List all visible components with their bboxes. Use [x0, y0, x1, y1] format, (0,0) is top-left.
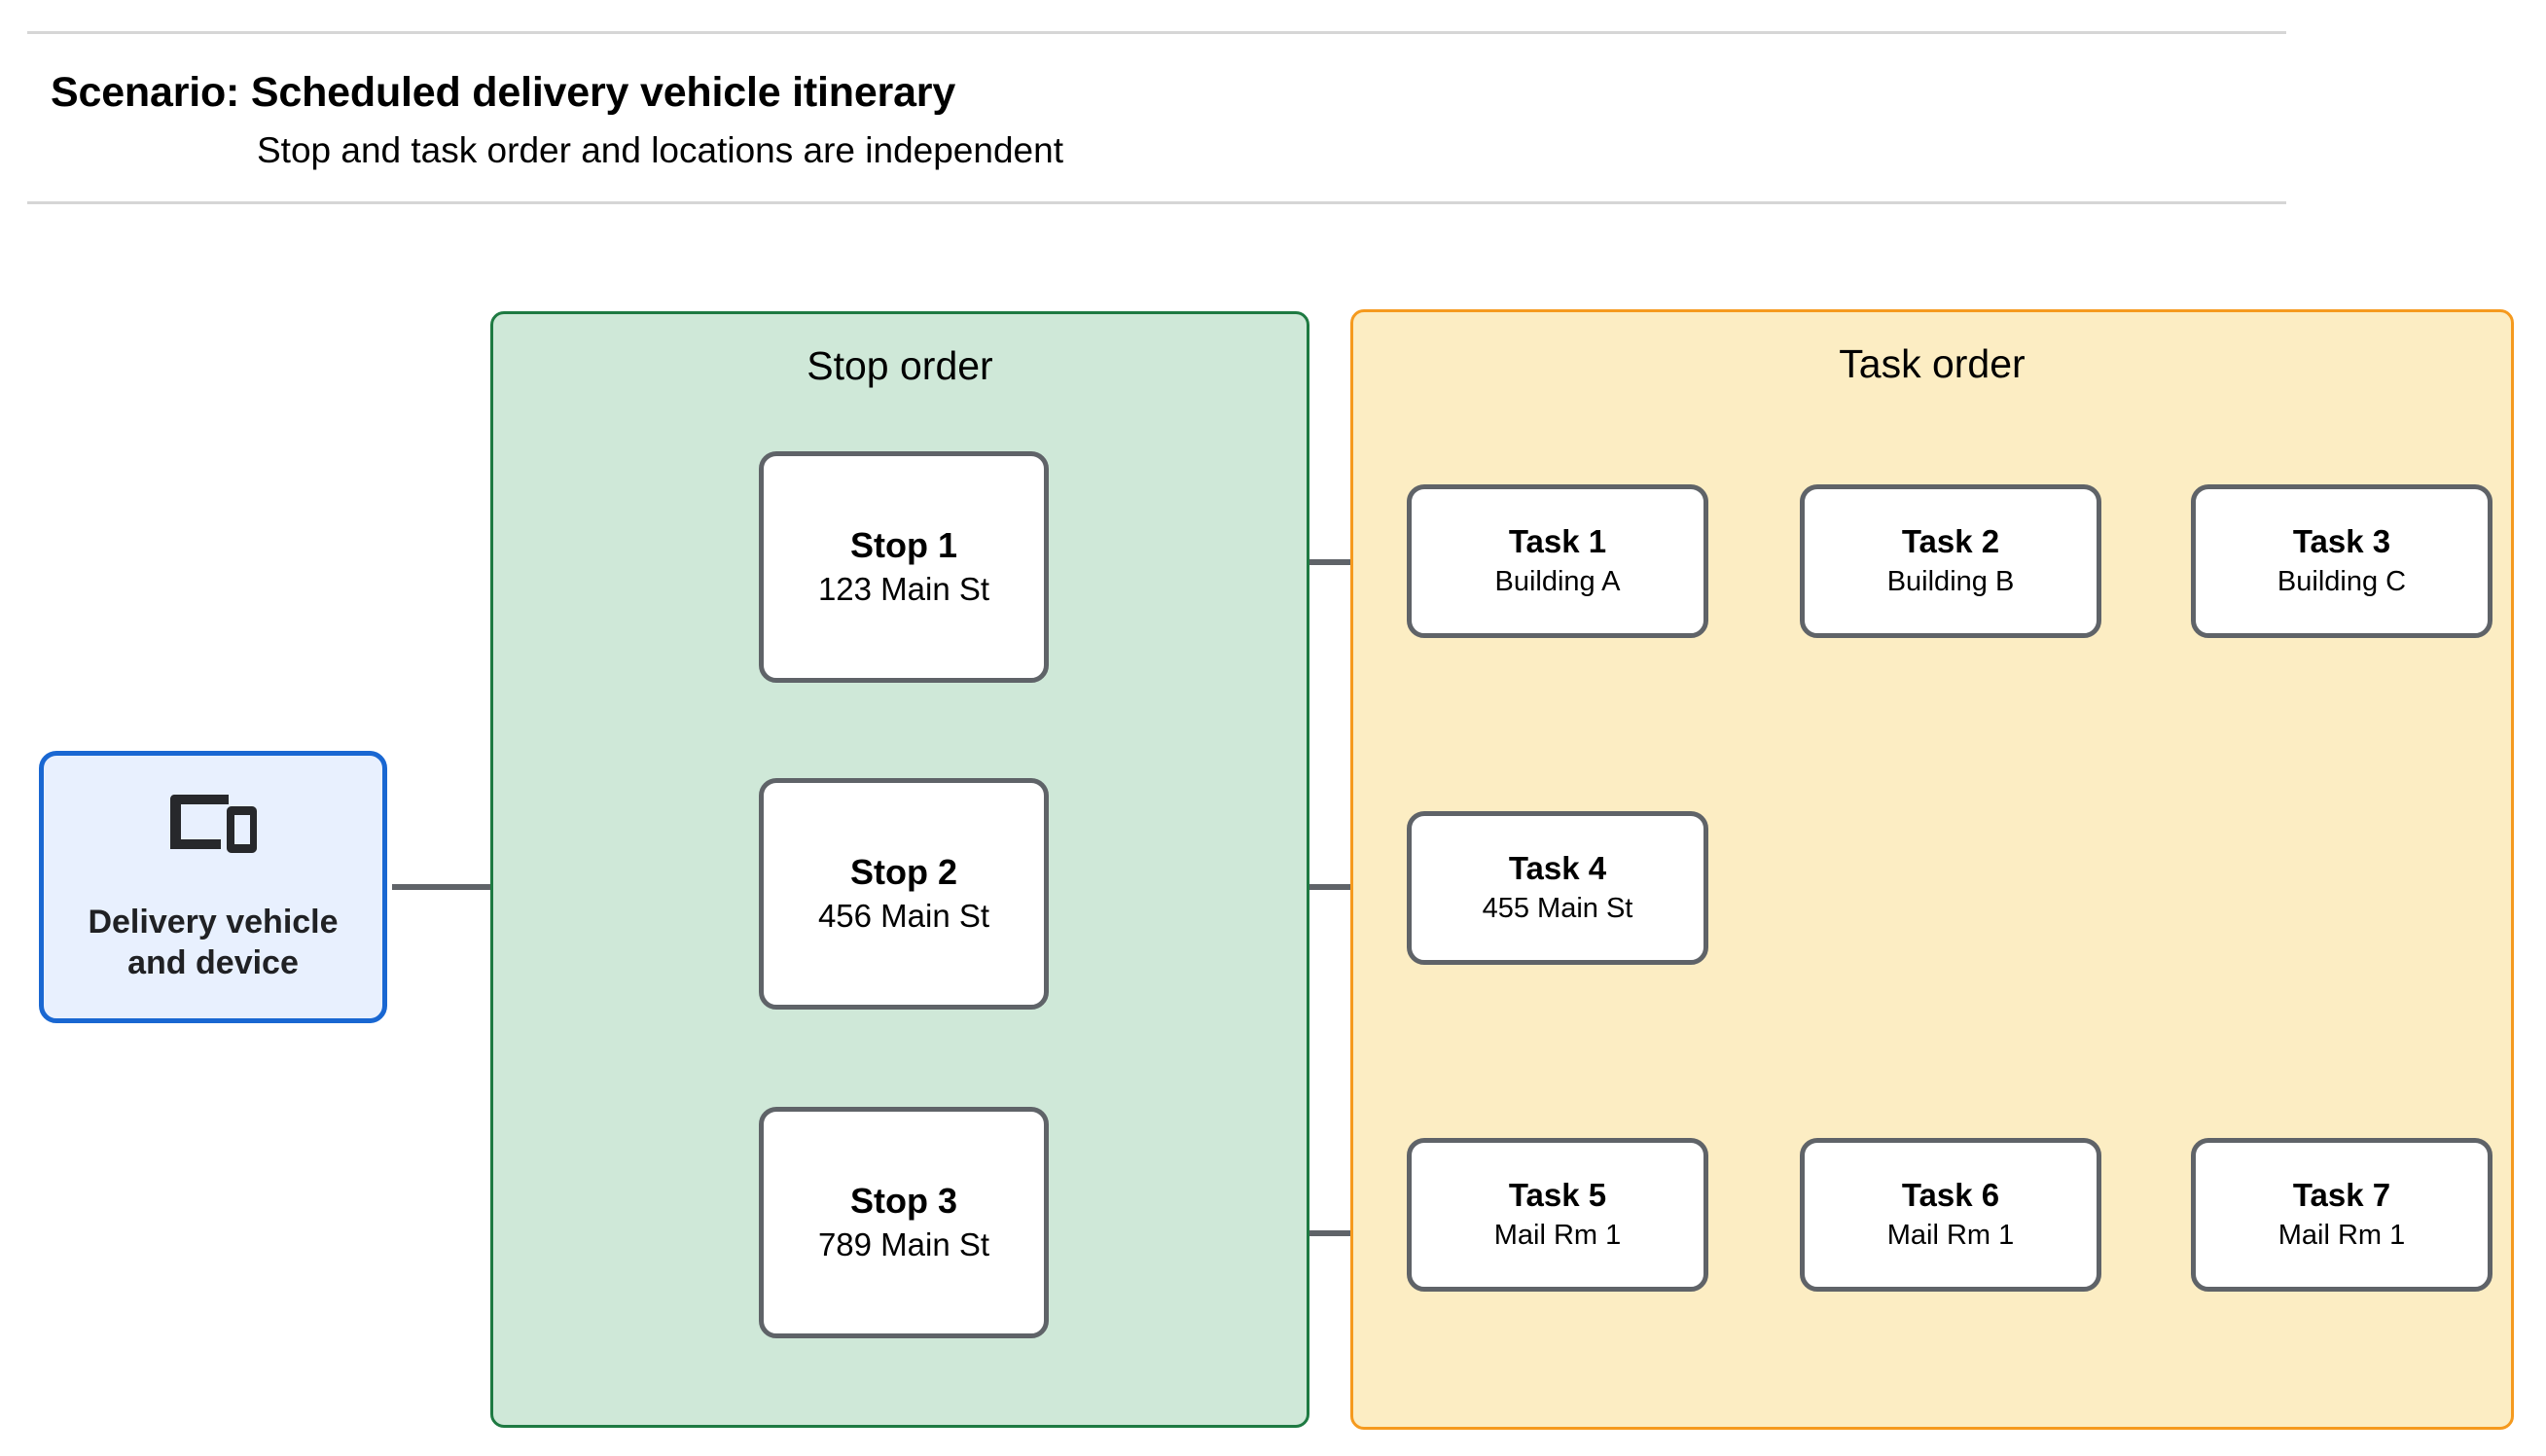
task-order-group-title: Task order: [1839, 341, 2026, 386]
task-node-location: Mail Rm 1: [2277, 1220, 2406, 1252]
stop-node-2[interactable]: Stop 2 456 Main St: [759, 778, 1049, 1010]
stop-node-location: 123 Main St: [817, 571, 990, 608]
page-title: Scenario: Scheduled delivery vehicle iti…: [51, 69, 956, 116]
delivery-vehicle-label: Delivery vehicle and device: [88, 903, 339, 982]
header-text-block: Scenario: Scheduled delivery vehicle iti…: [27, 34, 2286, 201]
header: Scenario: Scheduled delivery vehicle iti…: [27, 31, 2286, 204]
task-node-title: Task 1: [1508, 523, 1607, 560]
task-node-location: Building A: [1494, 566, 1621, 598]
task-node-location: Mail Rm 1: [1886, 1220, 2015, 1252]
task-node-5[interactable]: Task 5 Mail Rm 1: [1407, 1138, 1708, 1292]
task-node-title: Task 2: [1901, 523, 2000, 560]
task-node-location: Building B: [1886, 566, 2015, 598]
stop-order-group-title: Stop order: [807, 343, 993, 388]
devices-icon: [170, 794, 257, 853]
header-bottom-divider: [27, 200, 2286, 204]
task-node-title: Task 4: [1508, 850, 1607, 887]
task-node-1[interactable]: Task 1 Building A: [1407, 484, 1708, 638]
task-node-title: Task 6: [1901, 1177, 2000, 1214]
stop-node-location: 789 Main St: [817, 1226, 990, 1263]
header-top-divider: [27, 31, 2286, 34]
task-node-title: Task 5: [1508, 1177, 1607, 1214]
task-node-2[interactable]: Task 2 Building B: [1800, 484, 2101, 638]
delivery-vehicle-node[interactable]: Delivery vehicle and device: [39, 751, 387, 1023]
task-node-3[interactable]: Task 3 Building C: [2191, 484, 2492, 638]
task-node-location: Mail Rm 1: [1493, 1220, 1622, 1252]
task-node-7[interactable]: Task 7 Mail Rm 1: [2191, 1138, 2492, 1292]
stop-node-3[interactable]: Stop 3 789 Main St: [759, 1107, 1049, 1338]
task-node-location: 455 Main St: [1482, 893, 1633, 925]
task-node-title: Task 3: [2292, 523, 2391, 560]
stop-node-location: 456 Main St: [817, 898, 990, 935]
task-node-location: Building C: [2277, 566, 2407, 598]
task-node-6[interactable]: Task 6 Mail Rm 1: [1800, 1138, 2101, 1292]
stop-node-1[interactable]: Stop 1 123 Main St: [759, 451, 1049, 683]
stop-node-title: Stop 3: [849, 1180, 957, 1221]
page-subtitle: Stop and task order and locations are in…: [257, 130, 1063, 171]
stop-node-title: Stop 2: [849, 851, 957, 892]
stop-node-title: Stop 1: [849, 524, 957, 565]
task-node-4[interactable]: Task 4 455 Main St: [1407, 811, 1708, 965]
task-node-title: Task 7: [2292, 1177, 2391, 1214]
